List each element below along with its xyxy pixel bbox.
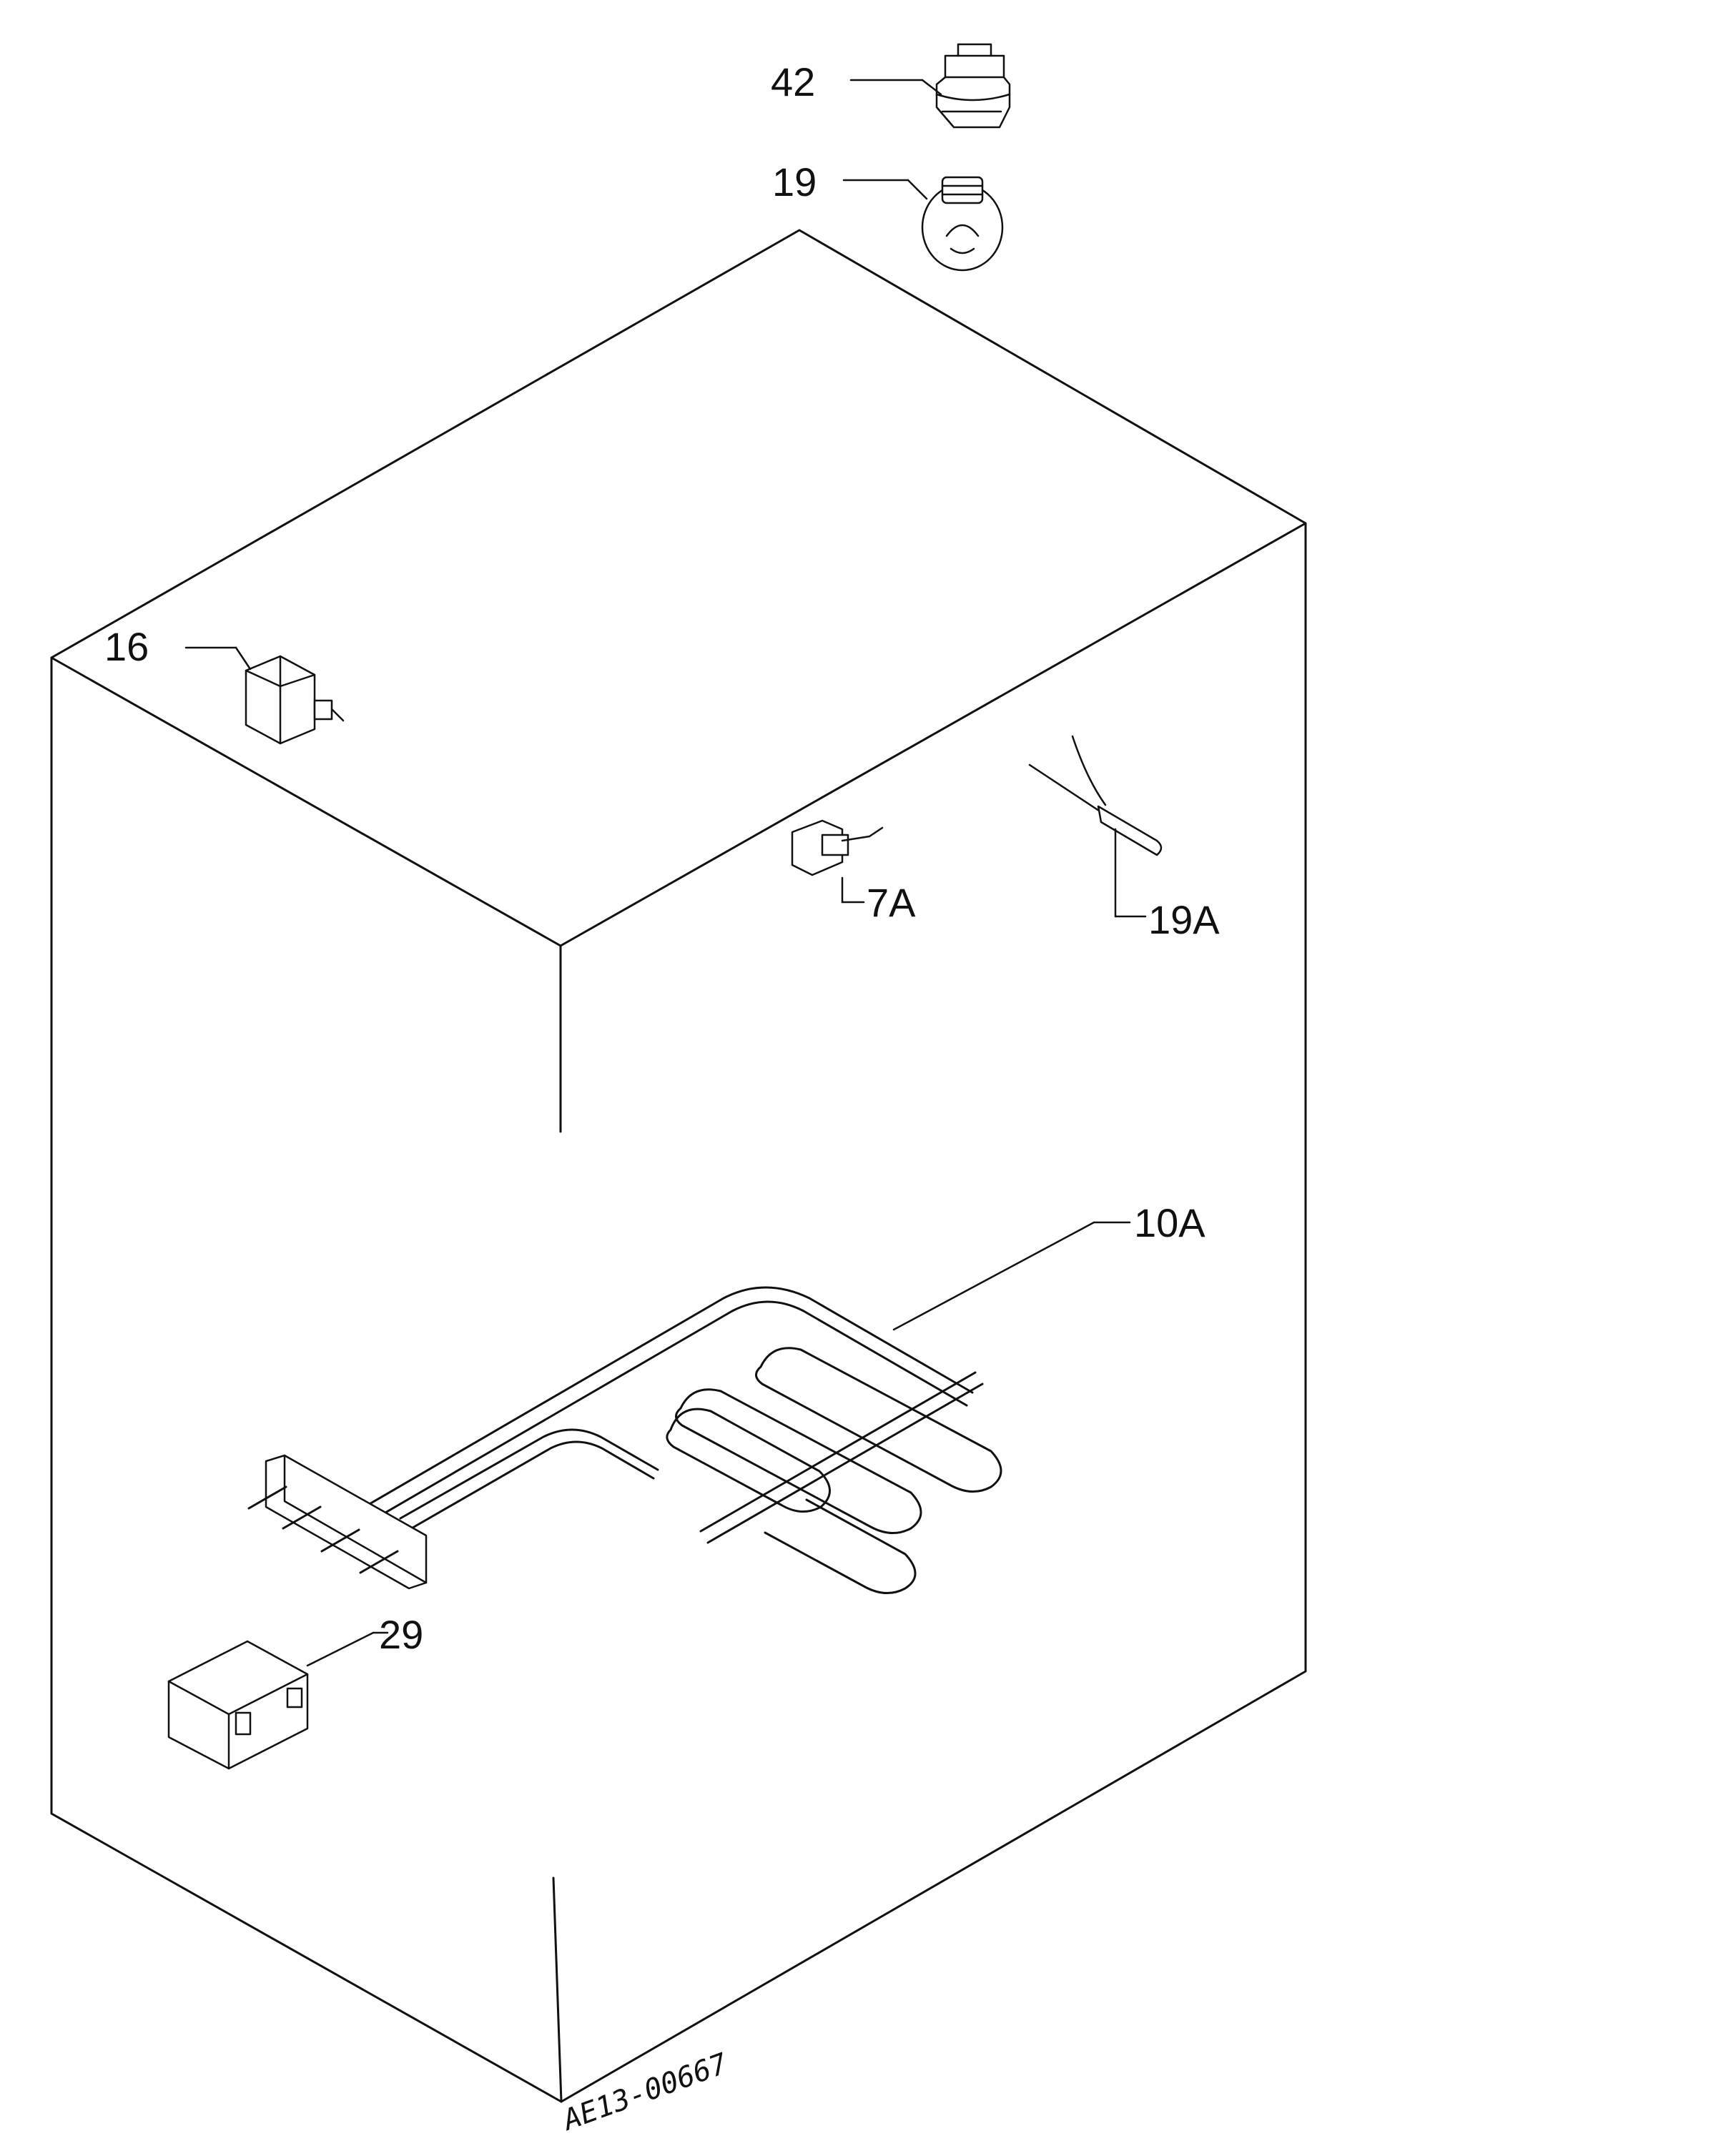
switch-part: [184, 646, 345, 745]
lamp-bulb-part: [842, 176, 1004, 272]
sensor-part: [1028, 735, 1163, 918]
callout-42: 42: [771, 59, 815, 104]
callout-19: 19: [772, 159, 817, 204]
callout-19a: 19A: [1148, 897, 1220, 942]
cabinet-box: [50, 229, 1307, 2103]
door-switch-part: [791, 819, 884, 904]
lamp-holder-part: [849, 43, 1011, 129]
terminal-block-part: [167, 1631, 389, 1770]
callout-10a: 10A: [1134, 1200, 1205, 1245]
heating-element-part: [247, 1221, 1131, 1594]
drawing-code: AE13-00667: [557, 2047, 732, 2138]
callout-29: 29: [379, 1612, 423, 1657]
callout-7a: 7A: [867, 880, 916, 925]
callout-16: 16: [104, 624, 149, 669]
